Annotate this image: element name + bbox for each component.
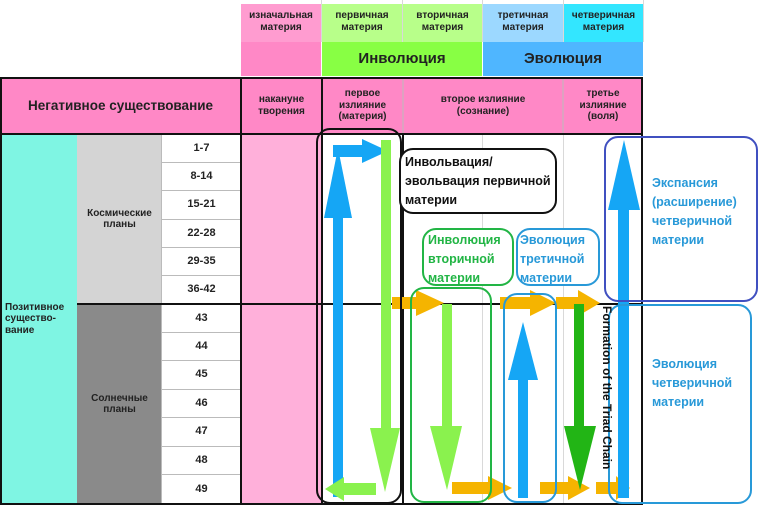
before-creation: накануне творения (241, 77, 322, 134)
header-quaternary-matter: четверичная материя (564, 4, 643, 46)
tertiary-arrow-box (503, 293, 557, 503)
triad-chain-arrow (564, 304, 596, 490)
negative-existence: Негативное существование (0, 77, 241, 134)
cosmic-plane-row: 36-42 (187, 283, 216, 296)
primary-matter-box (316, 128, 402, 504)
solar-plane-row: 46 (195, 396, 208, 409)
quaternary-bottom-box (608, 304, 752, 504)
cosmic-plane-row: 22-28 (187, 226, 216, 239)
tertiary-label-box (516, 228, 600, 286)
solar-plane-row: 48 (195, 453, 208, 466)
cosmic-plane-row: 8-14 (190, 169, 213, 182)
evolution-banner: Эволюция (483, 42, 643, 76)
cosmic-plane-row: 29-35 (187, 254, 216, 267)
secondary-label-box (422, 228, 514, 286)
cosmic-plane-row: 1-7 (193, 141, 210, 154)
third-outpouring: третье излияние (воля) (563, 77, 643, 134)
header-tertiary-matter: третичная материя (483, 4, 563, 46)
quaternary-expansion-arrow (608, 140, 640, 498)
primary-evolution-arrow (324, 139, 388, 497)
header-initial-matter: изначальная материя (241, 4, 321, 46)
second-outpouring: второе излияние (сознание) (403, 77, 563, 134)
positive-existence: Позитивное существо-вание (0, 134, 77, 504)
solar-plane-row: 44 (195, 339, 208, 352)
secondary-involution-arrow (430, 304, 462, 490)
solar-planes: Солнечные планы (77, 304, 162, 504)
before-creation-column (241, 134, 322, 504)
cosmic-planes: Космические планы (77, 134, 162, 304)
solar-plane-row: 49 (195, 482, 208, 495)
first-outpouring: первое излияние (материя) (322, 77, 403, 134)
primary-label-box (399, 148, 557, 214)
triad-chain-label: Formation of the Triad Chain (600, 306, 614, 470)
solar-plane-row: 47 (195, 425, 208, 438)
tertiary-evolution-arrow (508, 322, 538, 498)
expansion-label: Экспансия (расширение) четверичной матер… (652, 176, 737, 247)
header-primary-matter: первичная материя (322, 4, 402, 46)
secondary-involution-label: Инволюция вторичной материи (428, 233, 501, 285)
header-secondary-matter: вторичная материя (403, 4, 482, 46)
primary-label: Инвольвация/ эвольвация первичной матери… (405, 155, 551, 207)
quaternary-evolution-label: Эволюция четверичной материи (652, 357, 733, 409)
secondary-arrow-box (410, 287, 492, 503)
primary-involution-arrow (325, 140, 400, 501)
solar-plane-row: 43 (195, 311, 208, 324)
involution-banner: Инволюция (322, 42, 482, 76)
header-pink-spacer (241, 42, 321, 76)
quaternary-top-box (604, 136, 758, 302)
tertiary-evolution-label: Эволюция третичной материи (520, 233, 586, 285)
solar-plane-row: 45 (195, 368, 208, 381)
cosmic-plane-row: 15-21 (187, 198, 216, 211)
